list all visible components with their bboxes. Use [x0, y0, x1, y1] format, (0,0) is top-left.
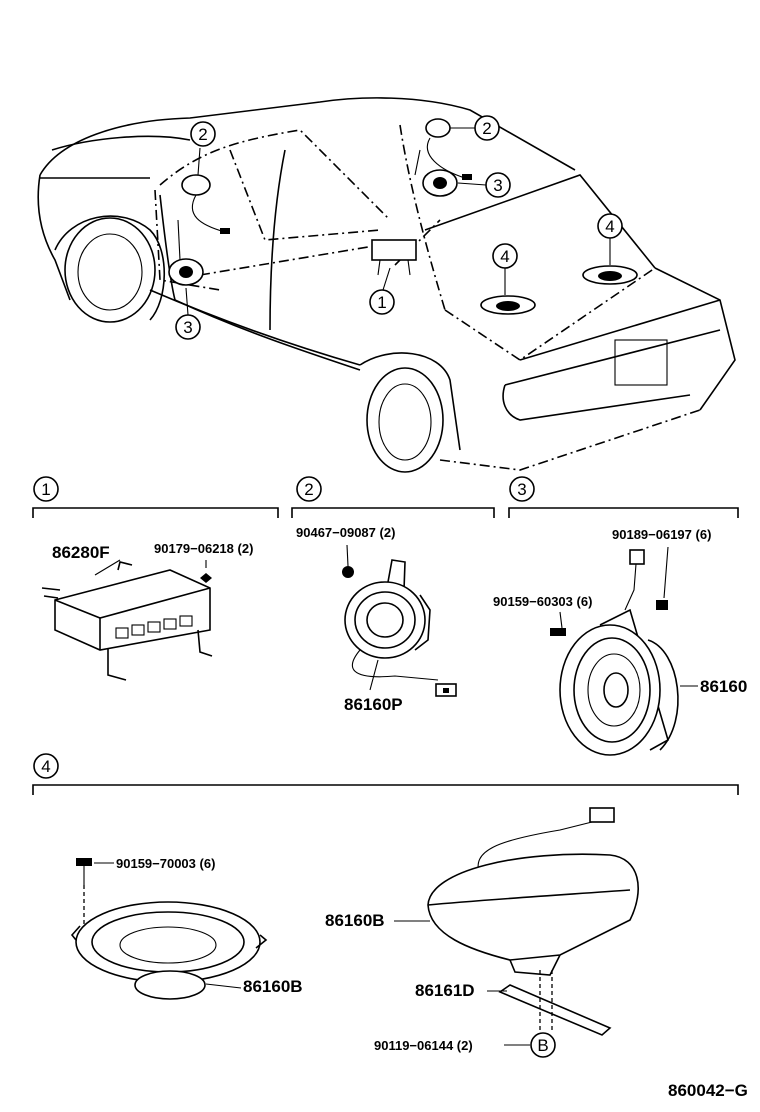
label-86160B-speaker: 86160B	[243, 977, 303, 996]
callout-front-right-speaker: 3	[485, 172, 511, 198]
label-90179-06218: 90179−06218 (2)	[154, 541, 253, 556]
label-86160B-box: 86160B	[325, 911, 385, 930]
label-90159-70003: 90159−70003 (6)	[116, 856, 215, 871]
section-3-front-speaker: 3 90189−06197 (6) 90159−60303 (6) 86160	[493, 476, 747, 756]
svg-text:3: 3	[183, 318, 192, 337]
svg-text:3: 3	[493, 176, 502, 195]
svg-text:2: 2	[304, 480, 313, 499]
svg-text:4: 4	[605, 217, 614, 236]
svg-text:3: 3	[517, 480, 526, 499]
car-illustration	[37, 97, 736, 473]
svg-text:B: B	[537, 1036, 548, 1055]
drawing-code: 860042−G	[668, 1081, 748, 1100]
label-90159-60303: 90159−60303 (6)	[493, 594, 592, 609]
svg-text:2: 2	[198, 125, 207, 144]
callout-rear-left-speaker: 4	[492, 243, 518, 269]
label-86161D: 86161D	[415, 981, 475, 1000]
svg-text:4: 4	[500, 247, 509, 266]
section-1-amplifier: 1 86280F 90179−06218 (2)	[32, 476, 279, 681]
callout-front-left-tweeter: 2	[190, 121, 216, 147]
callout-front-right-tweeter: 2	[474, 115, 500, 141]
svg-text:1: 1	[41, 480, 50, 499]
svg-text:4: 4	[41, 757, 50, 776]
section-4-rear-speaker: 4 90159−70003 (6) 86160B 86160B 86161D	[32, 753, 739, 1058]
label-86160P: 86160P	[344, 695, 403, 714]
label-90119-06144: 90119−06144 (2)	[374, 1038, 473, 1053]
callout-front-left-speaker: 3	[175, 314, 201, 340]
label-90189-06197: 90189−06197 (6)	[612, 527, 711, 542]
label-86160: 86160	[700, 677, 747, 696]
section-2-tweeter: 2 90467−09087 (2) 86160P	[291, 476, 495, 714]
callout-amp: 1	[369, 289, 395, 315]
label-86280F: 86280F	[52, 543, 110, 562]
callout-rear-right-speaker: 4	[597, 213, 623, 239]
label-90467-09087: 90467−09087 (2)	[296, 525, 395, 540]
svg-text:2: 2	[482, 119, 491, 138]
svg-text:1: 1	[377, 293, 386, 312]
